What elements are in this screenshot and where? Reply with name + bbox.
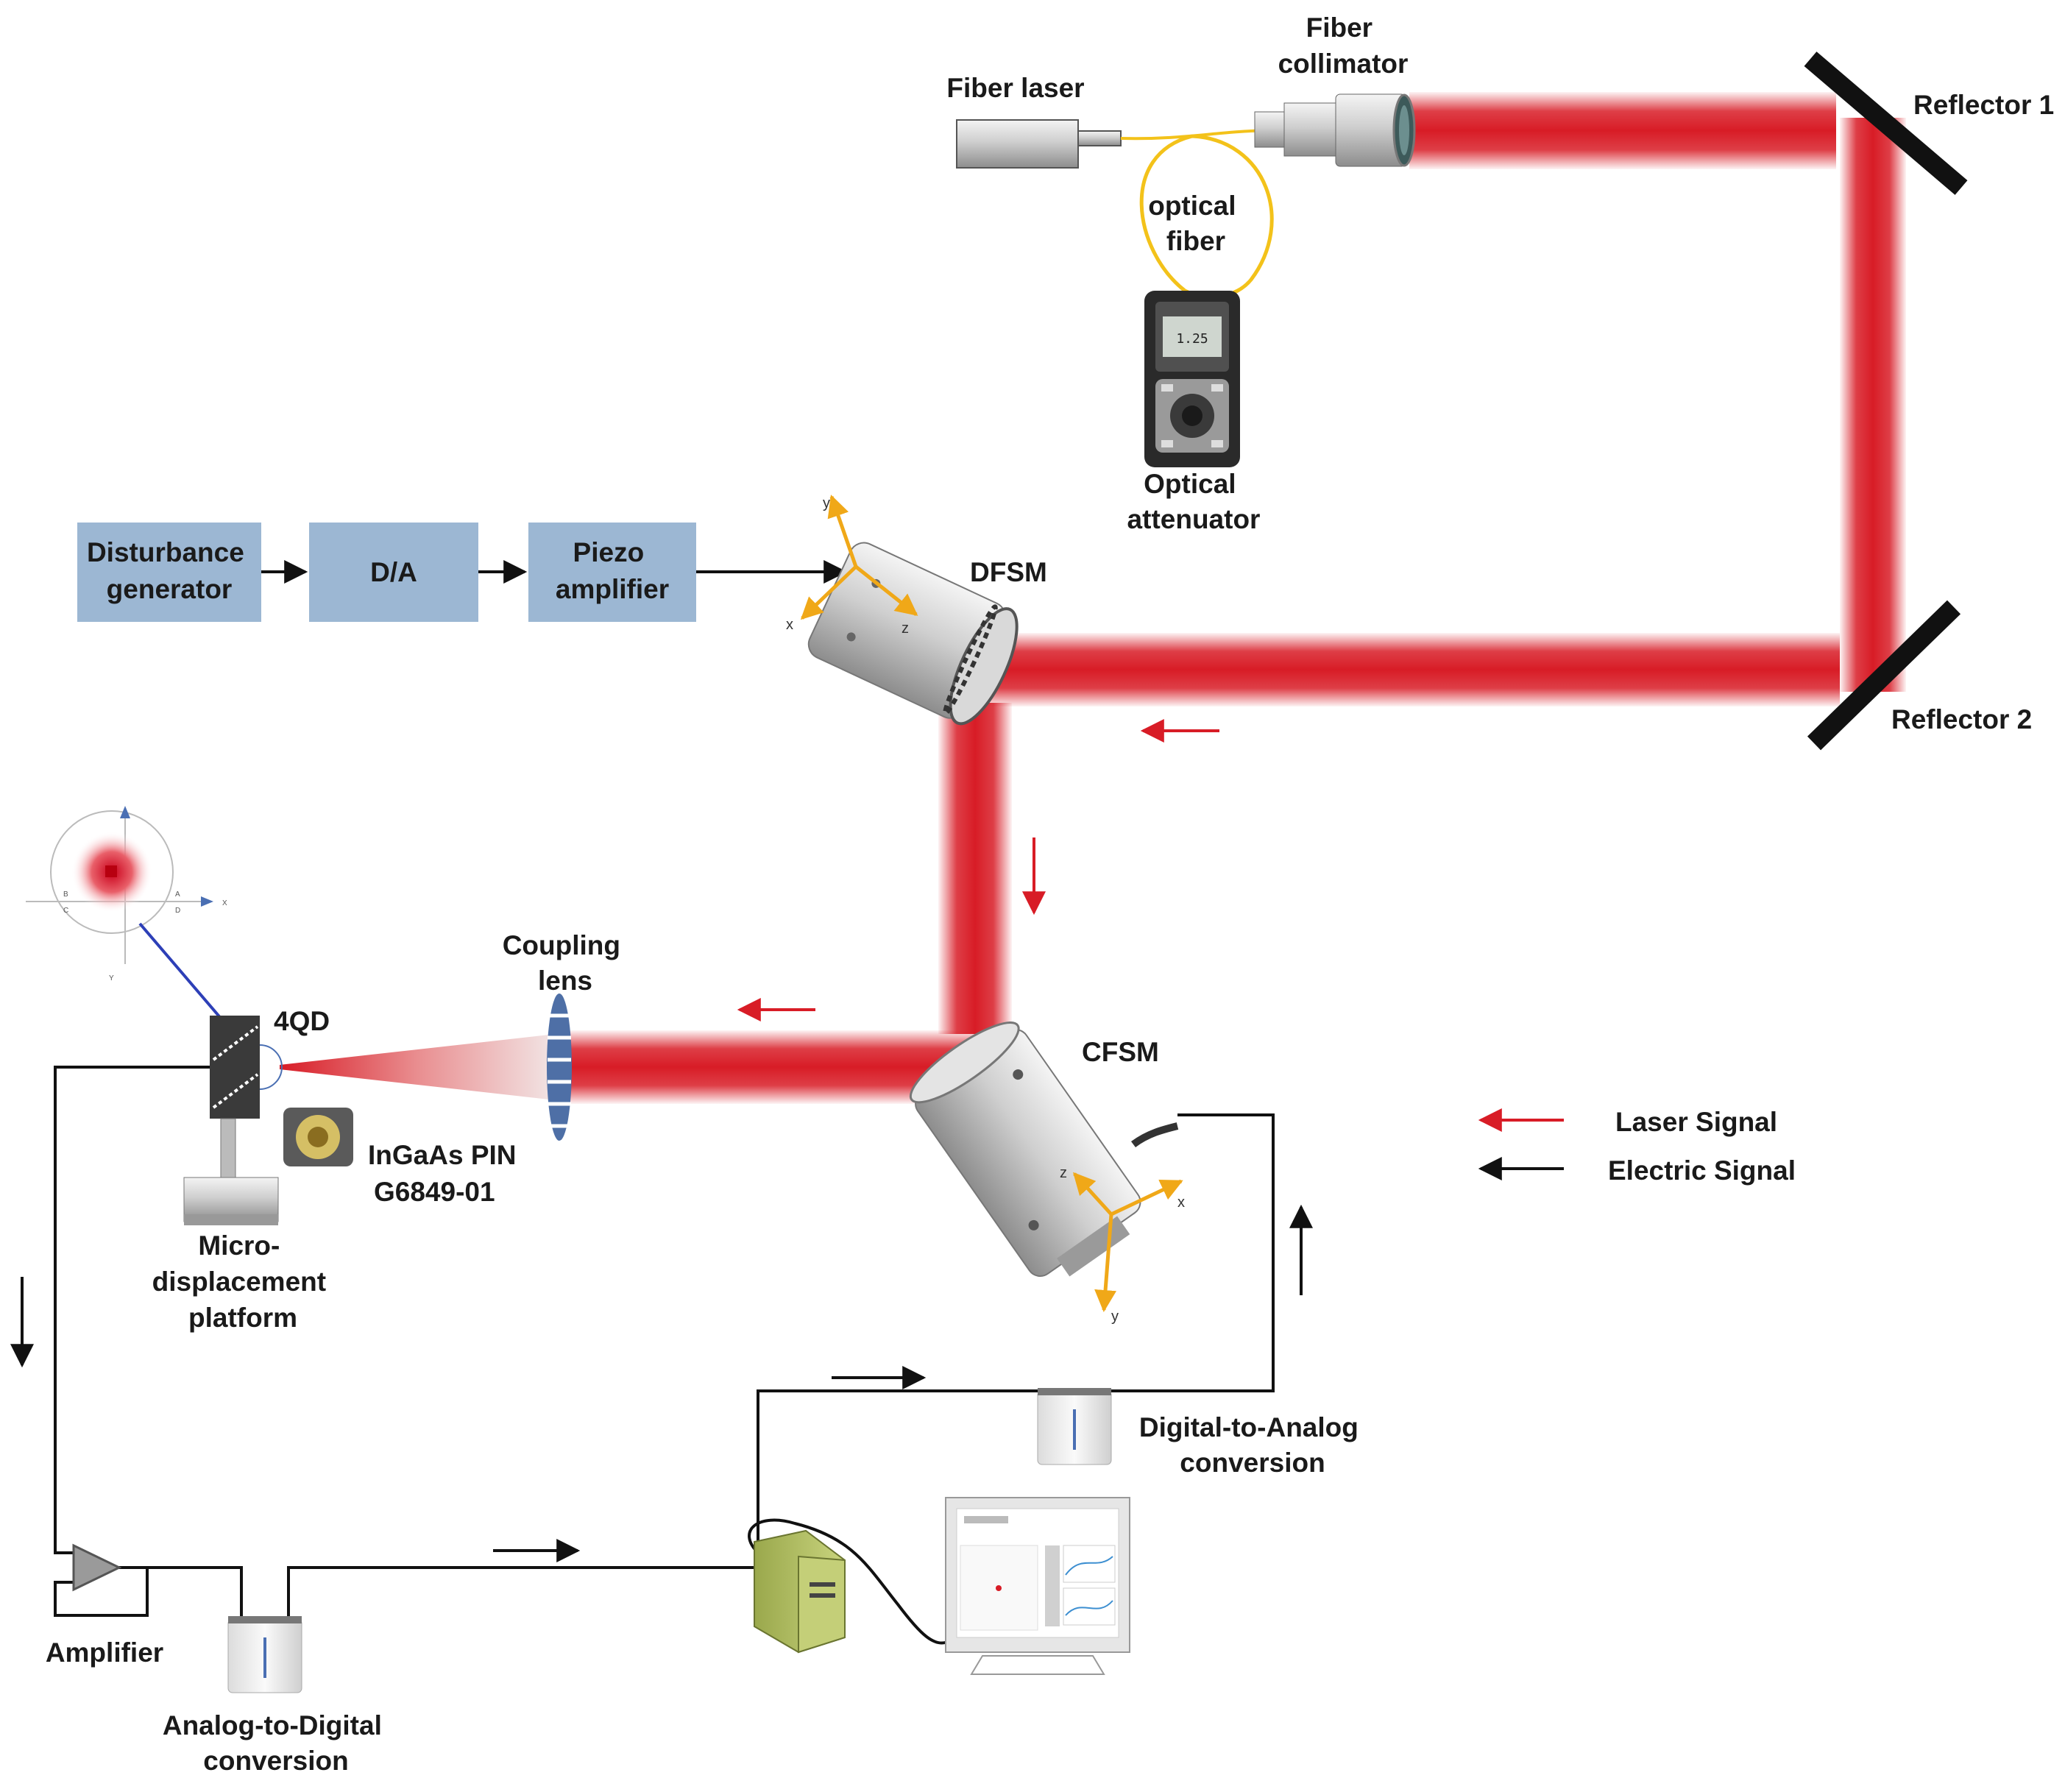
- beam-collimator-to-reflector1: [1409, 92, 1836, 169]
- cfsm-axis-y: y: [1111, 1308, 1119, 1325]
- adc-label: Analog-to-Digital conversion: [163, 1710, 389, 1776]
- optical-attenuator-icon: 1.25: [1144, 291, 1240, 467]
- adc-converter-box-icon: [227, 1616, 302, 1693]
- reflector-2-mirror: [1807, 600, 1961, 751]
- coupling-lens-label: Coupling lens: [503, 930, 628, 996]
- fiber-collimator-label: Fiber collimator: [1278, 13, 1409, 79]
- disturbance-generator-label: Disturbance generator: [87, 537, 252, 604]
- beam-reflector1-to-reflector2: [1840, 118, 1906, 692]
- beam-dfsm-to-cfsm: [938, 703, 1012, 1034]
- quad-axis-y: Y: [109, 974, 114, 982]
- amplifier-label: Amplifier: [46, 1637, 163, 1668]
- micro-displacement-platform-icon: [183, 1118, 279, 1225]
- beam-reflector2-to-dfsm: [964, 633, 1840, 706]
- monitor-icon: [945, 1497, 1130, 1675]
- fiber-laser-label: Fiber laser: [946, 73, 1084, 103]
- quad-label-a: A: [175, 890, 180, 899]
- micro-displacement-label: Micro- displacement platform: [152, 1230, 334, 1333]
- fiber-laser-icon: [956, 119, 1122, 169]
- optical-fiber-label: optical fiber: [1148, 191, 1244, 256]
- legend-electric-label: Electric Signal: [1608, 1155, 1796, 1186]
- quad-label-d: D: [175, 907, 180, 915]
- cfsm-fast-steering-mirror-icon: y x z: [909, 1021, 1185, 1325]
- reflector-1-label: Reflector 1: [1913, 90, 2054, 120]
- optical-attenuator-label: Optical attenuator: [1127, 469, 1261, 534]
- reflector-2-label: Reflector 2: [1891, 704, 2032, 734]
- attenuator-display-value: 1.25: [1176, 331, 1208, 347]
- ingaas-label: InGaAs PIN G6849-01: [368, 1140, 524, 1207]
- cfsm-axis-z: z: [1060, 1165, 1067, 1181]
- dfsm-fast-steering-mirror-icon: y x z: [786, 495, 1019, 726]
- quad-label-c: C: [63, 907, 68, 915]
- legend-laser-label: Laser Signal: [1615, 1107, 1777, 1137]
- quadrant-detector-inset: X Y A B C D: [26, 806, 250, 1052]
- laser-beam-path: [280, 92, 1906, 1104]
- legend: Laser Signal Electric Signal: [1478, 1107, 1796, 1186]
- coupling-lens-icon: [547, 994, 572, 1141]
- ingaas-pin-photo: [283, 1108, 353, 1166]
- piezo-amplifier-label: Piezo amplifier: [556, 537, 669, 604]
- fiber-collimator-icon: [1254, 93, 1416, 167]
- computer-tower-icon: [754, 1529, 846, 1654]
- da-label: D/A: [370, 557, 417, 587]
- qd-label: 4QD: [274, 1006, 330, 1036]
- dac-converter-box-icon: [1037, 1388, 1112, 1465]
- cfsm-label: CFSM: [1082, 1037, 1159, 1067]
- beam-focus-cone: [280, 1034, 556, 1100]
- reflector-1-mirror: [1804, 52, 1968, 195]
- dfsm-label: DFSM: [970, 557, 1047, 587]
- disturbance-generator-block: Disturbance generator: [77, 523, 261, 622]
- beam-cfsm-to-lens: [567, 1030, 979, 1104]
- cfsm-axis-x: x: [1177, 1194, 1185, 1211]
- quad-axis-x: X: [222, 899, 227, 907]
- dfsm-axis-z: z: [902, 620, 909, 637]
- dfsm-axis-x: x: [786, 617, 793, 633]
- dfsm-axis-y: y: [823, 495, 830, 511]
- piezo-amplifier-block: Piezo amplifier: [528, 523, 696, 622]
- da-block: D/A: [309, 523, 478, 622]
- quad-label-b: B: [63, 890, 68, 899]
- amplifier-triangle-icon: [72, 1543, 122, 1592]
- quadrant-detector-icon: [210, 1016, 283, 1119]
- dac-label: Digital-to-Analog conversion: [1139, 1412, 1366, 1478]
